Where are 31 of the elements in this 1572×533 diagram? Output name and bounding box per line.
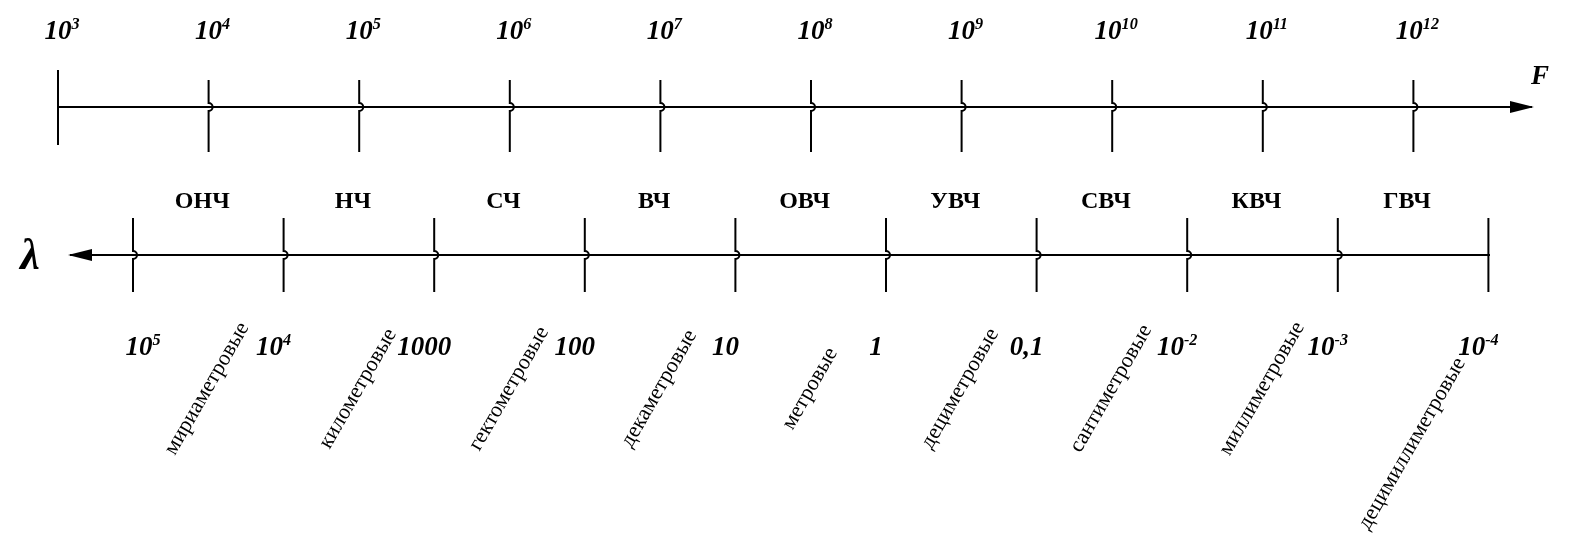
band-name: ОНЧ [174,188,230,212]
wavelength-value: 0,1 [1009,332,1044,360]
frequency-value: 10$^{7}$ [646,16,682,44]
frequency-value: 10$^{9}$ [948,16,984,44]
frequency-value: 10$^{10}$ [1094,16,1138,44]
frequency-value: 10$^{3}$ [44,16,80,44]
frequency-value: 10$^{11}$ [1245,16,1288,44]
band-name: НЧ [334,188,372,212]
axis-label: λ [20,233,40,277]
frequency-value: 10$^{5}$ [345,16,381,44]
wavelength-value: 100 [554,332,596,360]
axis-label: F [1531,61,1549,89]
wavelength-value: 10$^{-3}$ [1307,332,1349,360]
band-name: ГВЧ [1383,188,1431,212]
wavelength-value: 10 [711,332,739,360]
wavelength-value: 10$^{-2}$ [1156,332,1198,360]
wavelength-value: 10$^{-4}$ [1458,332,1499,360]
band-name: УВЧ [930,188,981,212]
wavelength-value: 1 [869,332,883,360]
wavelength-value: 10$^{4}$ [256,332,292,360]
frequency-value: 10$^{6}$ [496,16,532,44]
band-name: КВЧ [1231,188,1282,212]
wavelength-value: 1000 [397,332,452,360]
wavelength-value: 10$^{5}$ [125,332,161,360]
band-name: СВЧ [1081,188,1131,212]
frequency-value: 10$^{12}$ [1395,16,1439,44]
band-name: ВЧ [637,188,671,212]
band-name: СЧ [486,188,521,212]
frequency-value: 10$^{8}$ [797,16,833,44]
frequency-value: 10$^{4}$ [195,16,231,44]
band-name: ОВЧ [779,188,831,212]
